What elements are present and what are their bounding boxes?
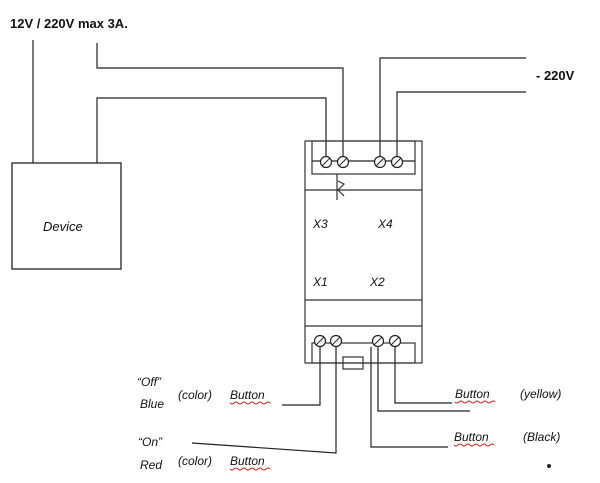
relay-module: [304, 140, 423, 370]
device-wire-to-relay: [96, 97, 327, 163]
wire-on-button: [191, 347, 337, 454]
bottom-terminals: [313, 334, 402, 348]
on-button-color-word: Red: [140, 458, 162, 472]
black-button-color-label: (Black): [523, 430, 560, 444]
spellcheck-squiggle: [453, 443, 495, 447]
off-button-color-word: Blue: [140, 397, 164, 411]
relay-top-step: [311, 160, 416, 175]
supply-wire-to-relay: [96, 43, 344, 156]
mains-wires: [379, 57, 526, 156]
terminal-label-x1: X1: [312, 275, 328, 289]
black-button-label: Button: [454, 430, 489, 444]
top-terminals: [319, 155, 404, 169]
yellow-button-color-label: (yellow): [520, 387, 561, 401]
terminal-label-x4: X4: [377, 217, 393, 231]
mains-220v-label: - 220V: [536, 68, 575, 83]
switch-mark: [337, 180, 346, 197]
spellcheck-squiggle: [454, 400, 496, 404]
wire-black-button: [370, 347, 448, 448]
spellcheck-squiggle: [229, 467, 271, 471]
mains-wire-2: [396, 91, 526, 156]
spellcheck-squiggle: [229, 401, 271, 405]
off-button-quote: “Off”: [137, 375, 162, 389]
wire-yellow-button-b: [394, 347, 452, 404]
terminal-label-x2: X2: [369, 275, 385, 289]
supply-label: 12V / 220V max 3A.: [10, 16, 128, 31]
stray-dot: [547, 464, 551, 468]
terminal-label-x3: X3: [312, 217, 328, 231]
yellow-button-label: Button: [455, 387, 490, 401]
device-label: Device: [43, 219, 83, 234]
wire-yellow-button: [377, 347, 470, 412]
on-button-quote: “On”: [138, 435, 163, 449]
on-button-label: Button: [230, 454, 265, 468]
din-clip: [342, 356, 364, 370]
button-wires: [191, 347, 470, 454]
mains-wire-1: [379, 57, 526, 156]
wire-off-button: [282, 347, 321, 406]
device-box: [11, 162, 122, 270]
on-button-color-label: (color): [178, 454, 212, 468]
off-button-label: Button: [230, 388, 265, 402]
off-button-color-label: (color): [178, 388, 212, 402]
supply-wires: [32, 40, 344, 163]
